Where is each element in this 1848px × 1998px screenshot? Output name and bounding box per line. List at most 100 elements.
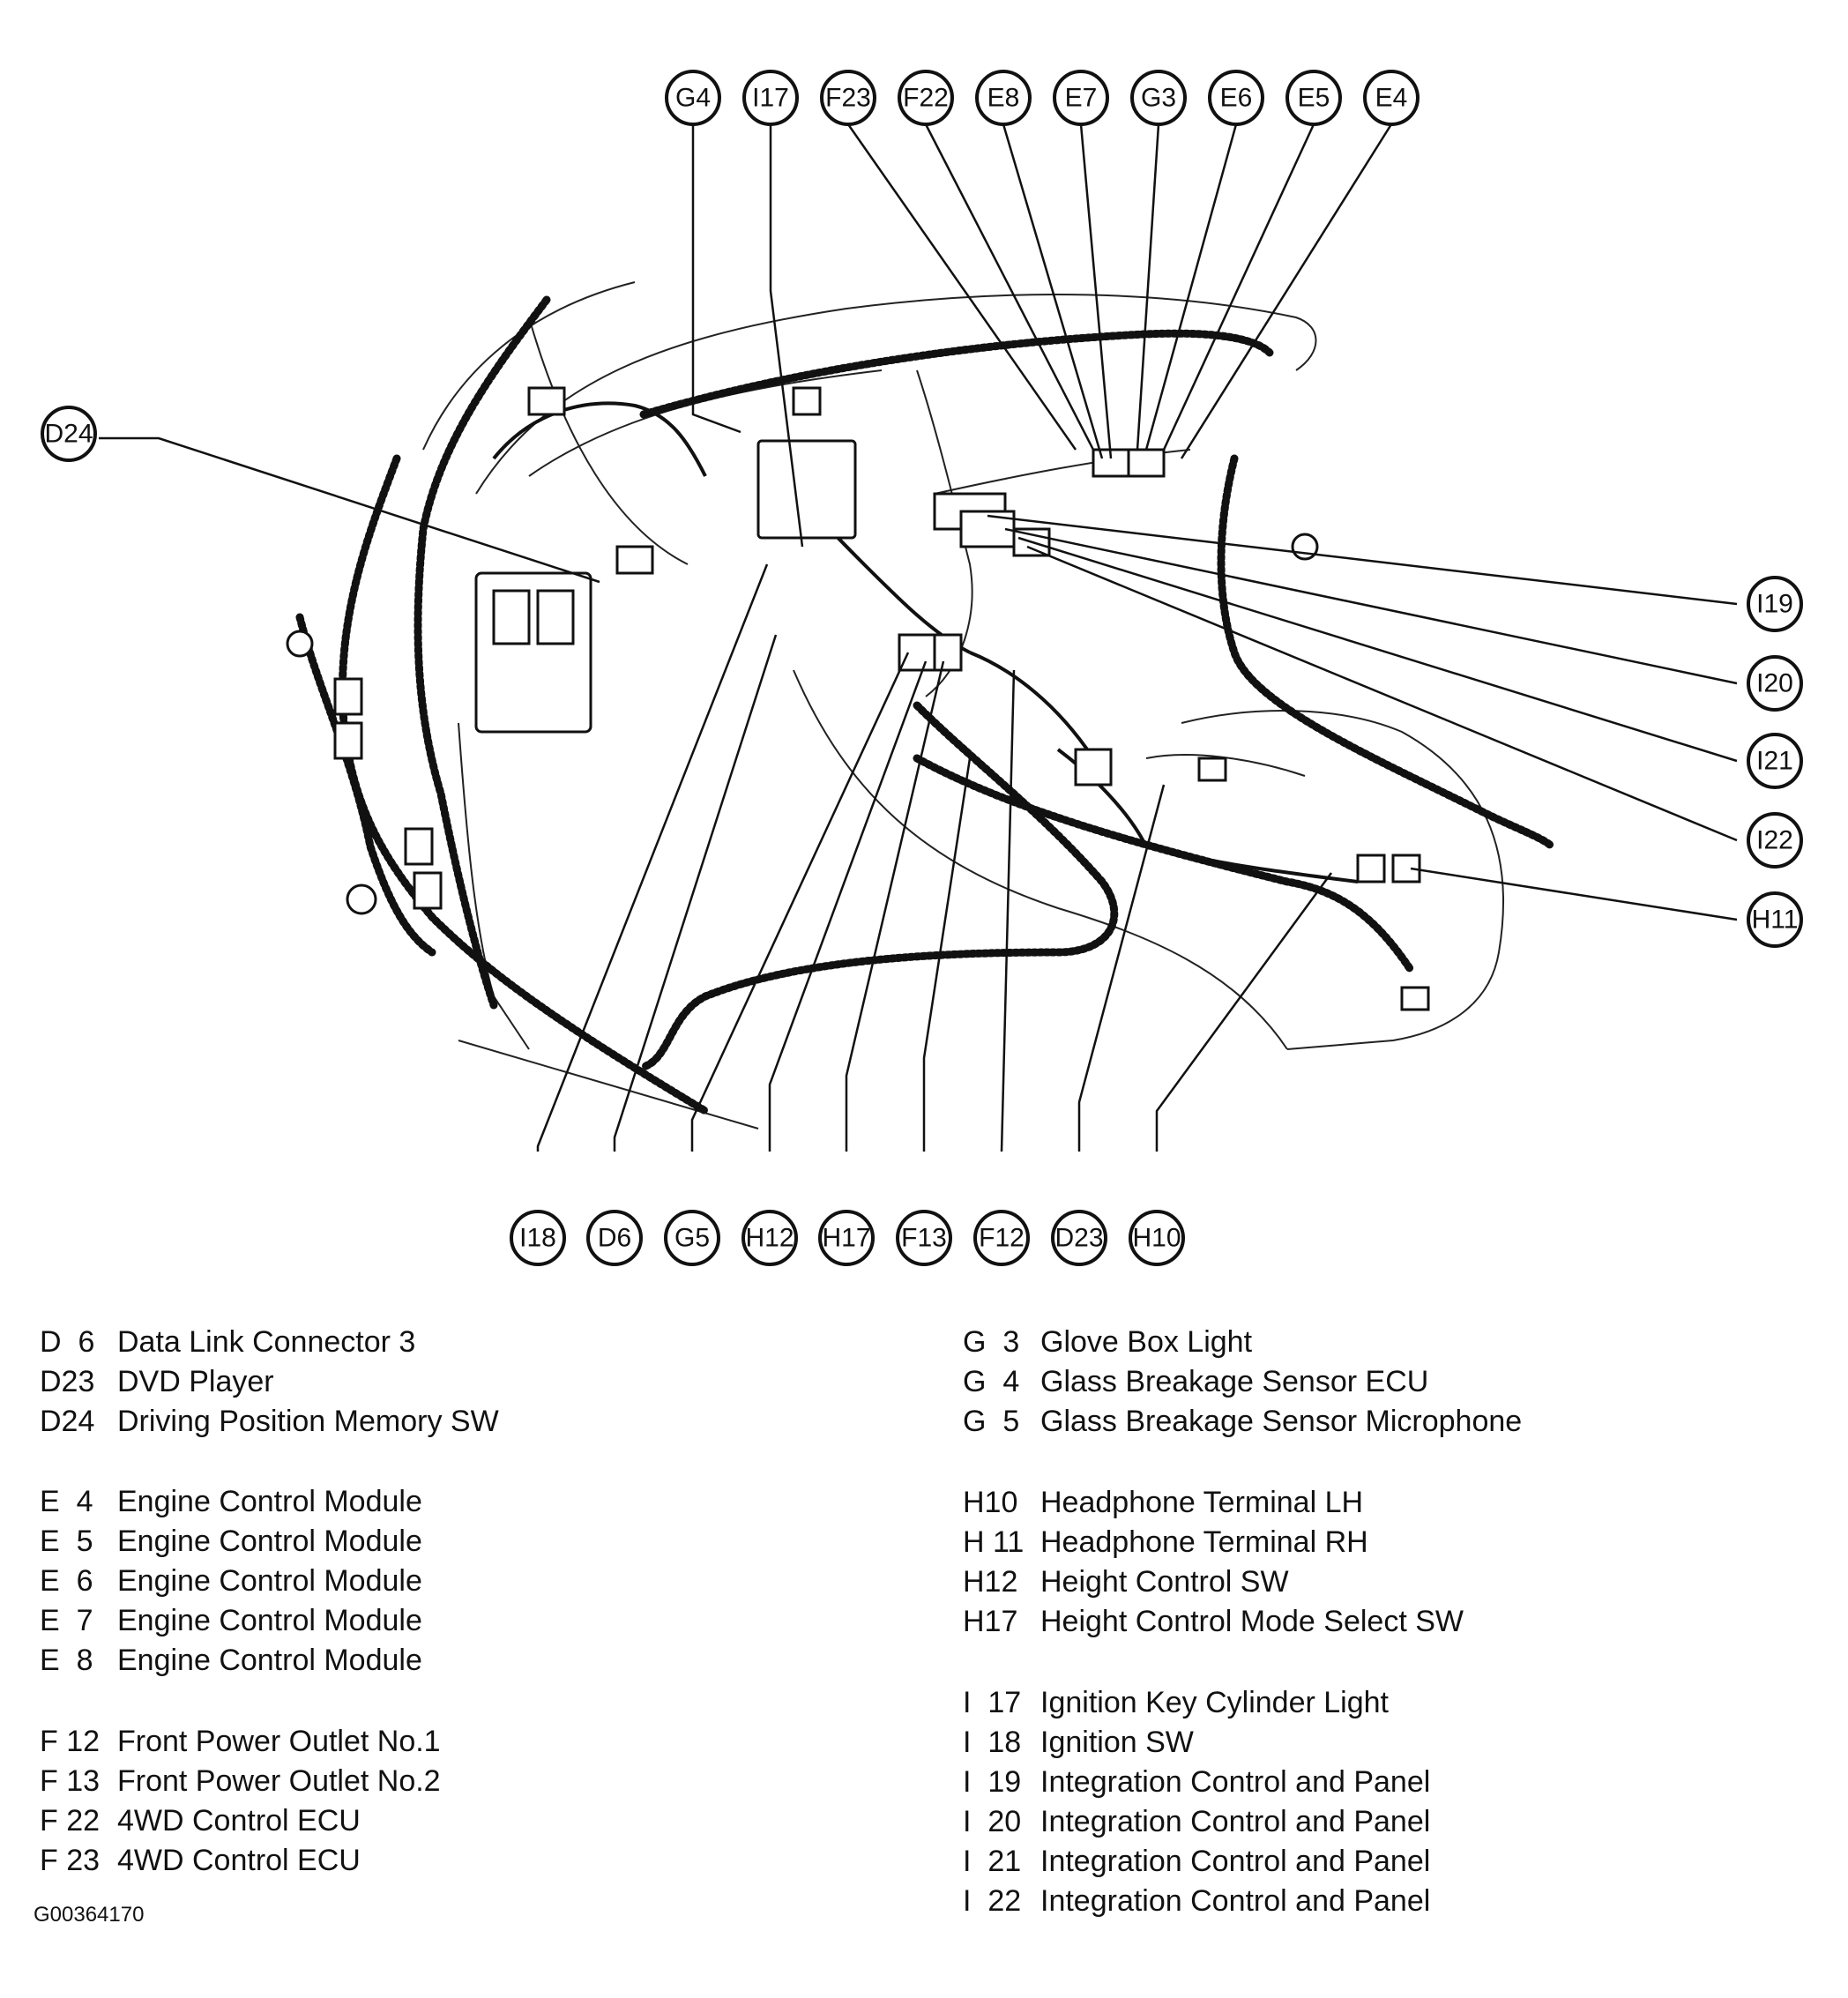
- legend-code: I 21: [963, 1845, 1022, 1878]
- legend-label: Engine Control Module: [117, 1564, 422, 1598]
- callout-d23: D23: [1051, 1210, 1107, 1266]
- legend-label: Ignition Key Cylinder Light: [1040, 1686, 1390, 1719]
- callout-label: H11: [1752, 906, 1799, 935]
- legend-code: G 4: [963, 1365, 1020, 1398]
- callout-label: I20: [1756, 669, 1793, 698]
- legend-label: Glove Box Light: [1040, 1325, 1253, 1359]
- callout-label: E5: [1298, 84, 1330, 113]
- legend-label: Headphone Terminal LH: [1040, 1486, 1364, 1519]
- legend-code: E 6: [40, 1564, 93, 1598]
- legend-right: G 3 Glove Box Light G 4 Glass Breakage Sen…: [963, 1325, 1800, 1934]
- legend-code: D 6: [40, 1325, 95, 1359]
- legend-label: Data Link Connector 3: [117, 1325, 416, 1359]
- callout-i22: I22: [1747, 812, 1803, 869]
- callout-e6: E6: [1208, 70, 1264, 126]
- callout-label: F13: [901, 1224, 947, 1253]
- legend-code: I 18: [963, 1726, 1022, 1759]
- callout-i18: I18: [510, 1210, 566, 1266]
- callout-i17: I17: [742, 70, 799, 126]
- legend-left: D 6 Data Link Connector 3 D23 DVD Player D…: [40, 1325, 833, 1890]
- callout-f12: F12: [973, 1210, 1030, 1266]
- legend-label: 4WD Control ECU: [117, 1844, 361, 1877]
- callout-e7: E7: [1053, 70, 1109, 126]
- legend-code: D24: [40, 1405, 95, 1438]
- legend-code: I 22: [963, 1884, 1022, 1918]
- callout-label: I18: [519, 1224, 556, 1253]
- callout-label: D24: [44, 420, 93, 449]
- legend-label: Front Power Outlet No.1: [117, 1725, 441, 1758]
- callout-label: E4: [1375, 84, 1408, 113]
- callout-f13: F13: [896, 1210, 952, 1266]
- legend-label: Front Power Outlet No.2: [117, 1764, 441, 1798]
- legend-label: Integration Control and Panel: [1040, 1845, 1431, 1878]
- legend-code: F 12: [40, 1725, 101, 1758]
- harness-diagram: G4 I17 F23 F22 E8 E7 G3 E6 E5 E4 D24 I19…: [41, 70, 1803, 1266]
- connectors: [286, 386, 1430, 1011]
- legend-code: E 4: [40, 1485, 93, 1518]
- callout-label: G5: [674, 1224, 710, 1253]
- legend-code: E 7: [40, 1604, 93, 1637]
- legend-label: Height Control SW: [1040, 1565, 1289, 1599]
- callout-label: G4: [675, 84, 711, 113]
- legend-label: DVD Player: [117, 1365, 274, 1398]
- legend-code: D23: [40, 1365, 95, 1398]
- callout-label: F23: [825, 84, 871, 113]
- legend-code: G 5: [963, 1405, 1020, 1438]
- legend-code: H10: [963, 1486, 1018, 1519]
- callout-e4: E4: [1363, 70, 1420, 126]
- legend-label: Headphone Terminal RH: [1040, 1525, 1368, 1559]
- callout-h10: H10: [1129, 1210, 1185, 1266]
- legend-label: Ignition SW: [1040, 1726, 1194, 1759]
- legend-label: Glass Breakage Sensor ECU: [1040, 1365, 1429, 1398]
- legend-label: Engine Control Module: [117, 1485, 422, 1518]
- callout-label: D23: [1054, 1224, 1103, 1253]
- callout-f23: F23: [820, 70, 876, 126]
- legend-code: I 20: [963, 1805, 1022, 1838]
- callout-label: G3: [1141, 84, 1176, 113]
- callout-f22: F22: [898, 70, 954, 126]
- callout-label: I21: [1756, 747, 1793, 776]
- callout-label: I17: [752, 84, 789, 113]
- callout-label: H12: [745, 1224, 794, 1253]
- callout-label: I19: [1756, 590, 1793, 619]
- callout-g3: G3: [1130, 70, 1187, 126]
- callout-d6: D6: [586, 1210, 643, 1266]
- callout-label: E6: [1220, 84, 1253, 113]
- legend-code: F 13: [40, 1764, 101, 1798]
- callout-e5: E5: [1285, 70, 1342, 126]
- callout-g4: G4: [665, 70, 721, 126]
- legend-label: Glass Breakage Sensor Microphone: [1040, 1405, 1523, 1438]
- legend-code: G 3: [963, 1325, 1020, 1359]
- legend-code: H12: [963, 1565, 1018, 1599]
- legend-code: H17: [963, 1605, 1018, 1638]
- legend-label: Engine Control Module: [117, 1644, 422, 1677]
- legend-label: Driving Position Memory SW: [117, 1405, 499, 1438]
- legend-code: H 11: [963, 1525, 1025, 1559]
- callout-g5: G5: [664, 1210, 720, 1266]
- callout-label: H10: [1132, 1224, 1181, 1253]
- callout-i19: I19: [1747, 576, 1803, 632]
- figure-id: G00364170: [34, 1903, 145, 1927]
- callout-i21: I21: [1747, 733, 1803, 789]
- callout-i20: I20: [1747, 655, 1803, 712]
- callout-h12: H12: [741, 1210, 798, 1266]
- legend-label: 4WD Control ECU: [117, 1804, 361, 1838]
- legend-label: Integration Control and Panel: [1040, 1765, 1431, 1799]
- legend-code: I 19: [963, 1765, 1022, 1799]
- callout-label: E8: [987, 84, 1020, 113]
- legend-label: Integration Control and Panel: [1040, 1805, 1431, 1838]
- legend-code: E 8: [40, 1644, 93, 1677]
- legend-code: F 23: [40, 1844, 101, 1877]
- legend-label: Engine Control Module: [117, 1525, 422, 1558]
- legend-label: Height Control Mode Select SW: [1040, 1605, 1464, 1638]
- callout-label: I22: [1756, 826, 1793, 855]
- leader-lines: [99, 123, 1738, 1152]
- legend-code: E 5: [40, 1525, 93, 1558]
- callout-label: D6: [598, 1224, 631, 1253]
- callout-h11: H11: [1747, 891, 1803, 948]
- callout-h17: H17: [818, 1210, 875, 1266]
- legend-label: Integration Control and Panel: [1040, 1884, 1431, 1918]
- callout-label: F22: [903, 84, 949, 113]
- legend-label: Engine Control Module: [117, 1604, 422, 1637]
- callout-e8: E8: [975, 70, 1032, 126]
